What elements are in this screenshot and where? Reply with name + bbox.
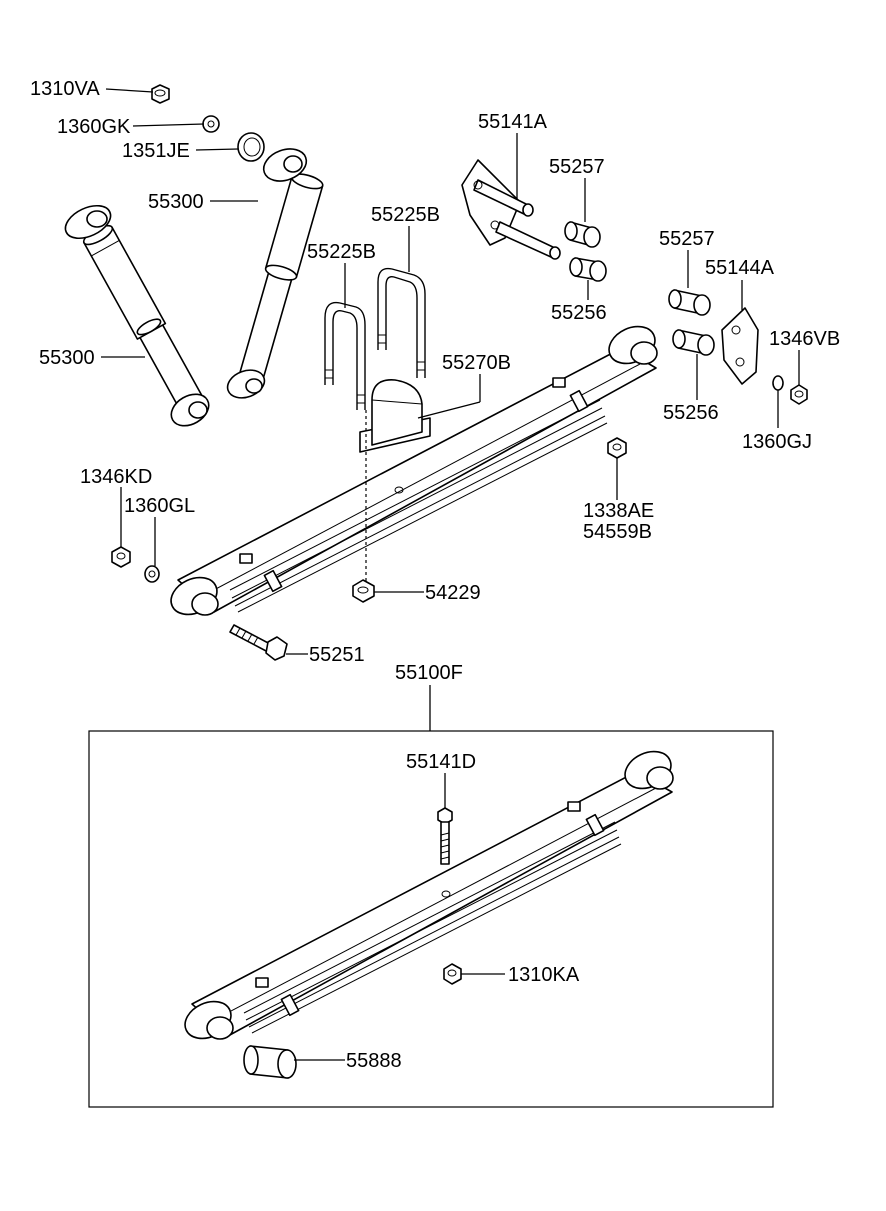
bushing-55888[interactable] (243, 1045, 297, 1079)
u-bolt-right[interactable] (377, 267, 426, 378)
bolt-55251[interactable] (229, 624, 288, 661)
label-54559b: 54559B (583, 521, 652, 543)
label-1351je: 1351JE (122, 140, 190, 162)
label-55225b-left: 55225B (307, 241, 376, 263)
bushing-55256-b[interactable] (672, 329, 715, 356)
shackle-plate-55144a[interactable] (721, 307, 759, 385)
nut-1310ka[interactable] (443, 963, 462, 985)
shock-absorber-left[interactable] (60, 199, 214, 432)
label-55270b: 55270B (442, 352, 511, 374)
label-1360gj: 1360GJ (742, 431, 812, 453)
label-1360gk: 1360GK (57, 116, 131, 138)
shock-absorber-right[interactable] (224, 143, 325, 402)
label-55300-right: 55300 (148, 191, 204, 213)
nut-1338ae[interactable] (607, 437, 627, 459)
label-55141d: 55141D (406, 751, 476, 773)
washer-1360gk[interactable] (202, 115, 220, 133)
label-54229: 54229 (425, 582, 481, 604)
leader-lines (101, 88, 800, 1061)
label-55141a: 55141A (478, 111, 548, 133)
label-1310va: 1310VA (30, 78, 100, 100)
leaf-spring-upper[interactable] (165, 319, 661, 621)
label-1310ka: 1310KA (508, 964, 580, 986)
label-55300-left: 55300 (39, 347, 95, 369)
label-55256-b: 55256 (663, 402, 719, 424)
label-55257-a: 55257 (549, 156, 605, 178)
nut-54229[interactable] (352, 579, 375, 603)
nut-1310va[interactable] (151, 84, 170, 104)
label-55100f: 55100F (395, 662, 463, 684)
bump-pad-55270b[interactable] (359, 379, 431, 453)
bushing-55256-a[interactable] (569, 257, 607, 282)
label-55888: 55888 (346, 1050, 402, 1072)
label-55225b-right: 55225B (371, 204, 440, 226)
shackle-pin-55141a[interactable] (461, 159, 561, 260)
label-1360gl: 1360GL (124, 495, 195, 517)
nut-1346kd[interactable] (111, 546, 131, 568)
nut-1346vb[interactable] (790, 384, 808, 405)
label-55144a: 55144A (705, 257, 775, 279)
bushing-55257-a[interactable] (564, 221, 601, 248)
washer-1360gj[interactable] (772, 375, 784, 391)
label-1346vb: 1346VB (769, 328, 840, 350)
spring-assembly-box (88, 730, 774, 1108)
label-55256-a: 55256 (551, 302, 607, 324)
label-55257-b: 55257 (659, 228, 715, 250)
label-55251: 55251 (309, 644, 365, 666)
center-bolt-55141d[interactable] (437, 807, 453, 865)
washer-1360gl[interactable] (144, 565, 160, 583)
leaf-spring-assembly[interactable] (179, 744, 677, 1045)
bushing-55257-b[interactable] (668, 289, 711, 316)
u-bolt-left[interactable] (324, 301, 366, 410)
label-1338ae: 1338AE (583, 500, 654, 522)
label-1346kd: 1346KD (80, 466, 152, 488)
washer-1351je[interactable] (237, 132, 265, 162)
